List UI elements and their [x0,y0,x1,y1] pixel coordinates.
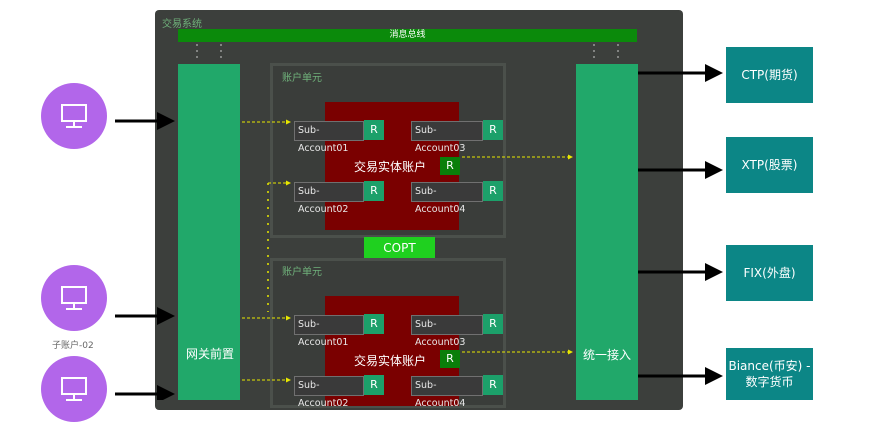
external-ctp-label: CTP(期货) [741,68,798,82]
entity-account-1-badge: R [440,157,460,175]
sub-account-box: Sub-Account03 [411,121,483,154]
bus-connector-ticks [196,44,619,60]
sub-account-badge: R [483,314,503,334]
entity-account-2-badge: R [440,350,460,368]
sub-account-badge: R [483,375,503,395]
sub-account-badge: R [483,120,503,140]
account-unit-2-title: 账户单元 [282,267,322,278]
entity-account-2-label: 交易实体账户 [354,354,427,368]
external-fix: FIX(外盘) [726,245,813,301]
copt-box: COPT [364,237,435,260]
external-fix-label: FIX(外盘) [743,266,796,280]
connector-overlay [115,44,723,400]
unified-access-column [576,64,638,400]
sub-account-box: Sub-Account02 [294,182,364,215]
message-bus: 消息总线 [178,29,637,42]
external-biance: Biance(币安) - 数字货币 [726,348,813,400]
unified-access-label: 统一接入 [582,348,631,362]
entity-account-1-label: 交易实体账户 [354,160,427,174]
trading-system-title: 交易系统 [162,19,202,30]
client-2-label: 子账户-02 [52,341,94,351]
external-xtp-label: XTP(股票) [741,158,798,172]
monitor-icon [61,104,87,128]
sub-account-box: Sub-Account03 [411,315,483,348]
sub-account-box: Sub-Account01 [294,315,364,348]
external-biance-label: Biance(币安) - 数字货币 [728,359,811,389]
sub-account-badge: R [364,120,384,140]
sub-account-badge: R [364,181,384,201]
sub-account-badge: R [364,375,384,395]
gateway-column [178,64,240,400]
sub-account-box: Sub-Account04 [411,182,483,215]
monitor-icon [61,286,87,310]
sub-account-badge: R [364,314,384,334]
external-ctp: CTP(期货) [726,47,813,103]
account-unit-1-title: 账户单元 [282,73,322,84]
client-1 [41,83,107,149]
client-2 [41,265,107,331]
sub-account-box: Sub-Account01 [294,121,364,154]
sub-account-badge: R [483,181,503,201]
gateway-label: 网关前置 [185,347,234,361]
external-xtp: XTP(股票) [726,137,813,193]
